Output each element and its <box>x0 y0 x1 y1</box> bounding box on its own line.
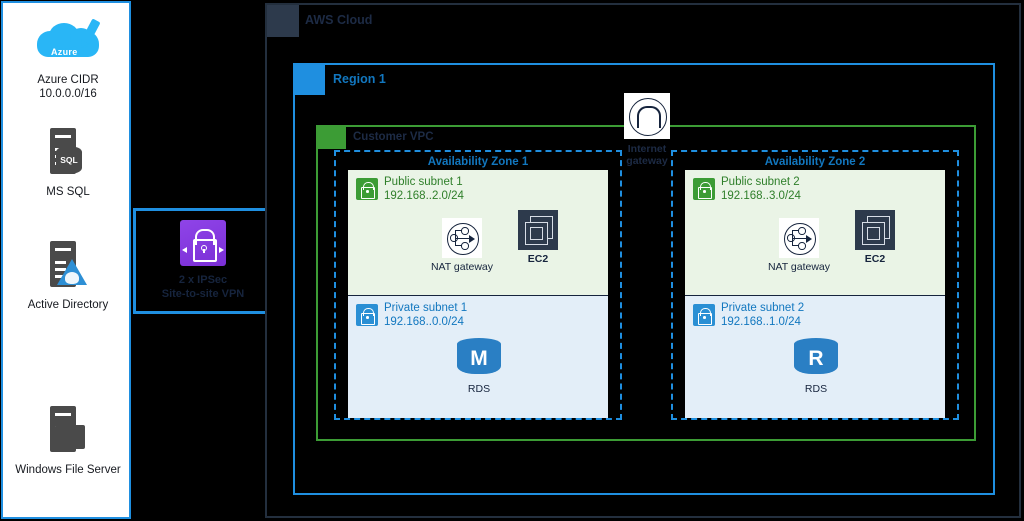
vpn-label-line1: 2 x IPSec <box>178 274 228 286</box>
subnet-lock-icon <box>693 178 715 200</box>
on-premises-panel: Azure Azure CIDR 10.0.0.0/16 SQL MS SQL <box>1 1 131 519</box>
region-title: Region 1 <box>333 72 386 86</box>
rds-label: RDS <box>467 383 491 395</box>
nat-gateway-label: NAT gateway <box>430 261 494 273</box>
ec2-instance-2[interactable]: EC2 <box>845 210 905 265</box>
nat-gateway-icon <box>442 218 482 258</box>
public-subnet-2-label: Public subnet 2 192.168..3.0/24 <box>721 175 801 203</box>
igw-attachment-line <box>647 125 976 127</box>
active-directory-icon <box>3 236 133 292</box>
private-subnet-2-label: Private subnet 2 192.168..1.0/24 <box>721 301 804 329</box>
subnet-divider-2 <box>685 295 945 297</box>
ec2-label: EC2 <box>864 253 886 265</box>
rds-database-icon: R <box>794 338 838 380</box>
internet-gateway-label: Internet gateway <box>612 143 682 167</box>
onprem-item-ms-sql[interactable]: SQL MS SQL <box>3 123 133 199</box>
nat-gateway-2[interactable]: NAT gateway <box>757 218 841 273</box>
ec2-label: EC2 <box>527 253 549 265</box>
site-to-site-vpn-box[interactable]: 2 x IPSec Site-to-site VPN <box>133 208 273 314</box>
subnet-lock-icon <box>693 304 715 326</box>
availability-zone-2-title: Availability Zone 2 <box>764 156 866 168</box>
windows-file-server-icon <box>3 401 133 457</box>
internet-gateway-icon[interactable] <box>624 93 670 139</box>
ec2-instance-icon <box>518 210 558 250</box>
rds-instance-1[interactable]: M RDS <box>454 338 504 395</box>
azure-cloud-icon: Azure <box>3 11 133 67</box>
public-subnet-1[interactable]: Public subnet 1 192.168..2.0/24 NAT gate… <box>348 170 608 295</box>
private-subnet-2[interactable]: Private subnet 2 192.168..1.0/24 R RDS <box>685 296 945 418</box>
aws-cloud-title: AWS Cloud <box>305 13 373 27</box>
nat-gateway-label: NAT gateway <box>767 261 831 273</box>
vpc-title: Customer VPC <box>353 131 434 143</box>
subnet-name: Private subnet 2 <box>721 302 805 314</box>
vpc-icon <box>318 127 346 149</box>
subnet-lock-icon <box>356 178 378 200</box>
igw-label-line2: gateway <box>626 155 668 167</box>
onprem-item-label: Active Directory <box>27 299 109 311</box>
nat-gateway-1[interactable]: NAT gateway <box>420 218 504 273</box>
onprem-item-label: Azure CIDR <box>37 74 99 86</box>
region-icon <box>295 65 325 95</box>
subnet-cidr: 192.168..2.0/24 <box>384 190 464 202</box>
ms-sql-server-icon: SQL <box>3 123 133 179</box>
rds-label: RDS <box>804 383 828 395</box>
vpn-lock-icon <box>180 220 226 266</box>
ec2-instance-icon <box>855 210 895 250</box>
onprem-item-windows-file-server[interactable]: Windows File Server <box>3 401 133 477</box>
subnet-name: Public subnet 2 <box>721 176 800 188</box>
rds-database-icon: M <box>457 338 501 380</box>
igw-label-line1: Internet <box>627 143 667 155</box>
ec2-instance-1[interactable]: EC2 <box>508 210 568 265</box>
availability-zone-1-title: Availability Zone 1 <box>427 156 529 168</box>
vpn-label-line2: Site-to-site VPN <box>161 288 245 300</box>
private-subnet-1[interactable]: Private subnet 1 192.168..0.0/24 M RDS <box>348 296 608 418</box>
vpn-label: 2 x IPSec Site-to-site VPN <box>136 273 270 301</box>
subnet-name: Private subnet 1 <box>384 302 468 314</box>
azure-wordmark: Azure <box>51 47 78 57</box>
subnet-cidr: 192.168..3.0/24 <box>721 190 801 202</box>
private-subnet-1-label: Private subnet 1 192.168..0.0/24 <box>384 301 467 329</box>
onprem-item-azure-cidr[interactable]: Azure Azure CIDR 10.0.0.0/16 <box>3 11 133 101</box>
aws-cloud-icon <box>267 5 299 37</box>
sql-badge-text: SQL <box>60 155 78 165</box>
subnet-lock-icon <box>356 304 378 326</box>
onprem-item-label: Windows File Server <box>15 464 121 476</box>
nat-gateway-icon <box>779 218 819 258</box>
subnet-cidr: 192.168..0.0/24 <box>384 316 464 328</box>
subnet-cidr: 192.168..1.0/24 <box>721 316 801 328</box>
public-subnet-2[interactable]: Public subnet 2 192.168..3.0/24 NAT gate… <box>685 170 945 295</box>
public-subnet-1-label: Public subnet 1 192.168..2.0/24 <box>384 175 464 203</box>
rds-engine-letter: M <box>470 347 488 370</box>
onprem-item-active-directory[interactable]: Active Directory <box>3 236 133 312</box>
subnet-divider-1 <box>348 295 608 297</box>
rds-instance-2[interactable]: R RDS <box>791 338 841 395</box>
onprem-item-label: MS SQL <box>46 186 90 198</box>
subnet-name: Public subnet 1 <box>384 176 463 188</box>
azure-cidr-value: 10.0.0.0/16 <box>39 88 97 100</box>
rds-engine-letter: R <box>808 347 824 370</box>
